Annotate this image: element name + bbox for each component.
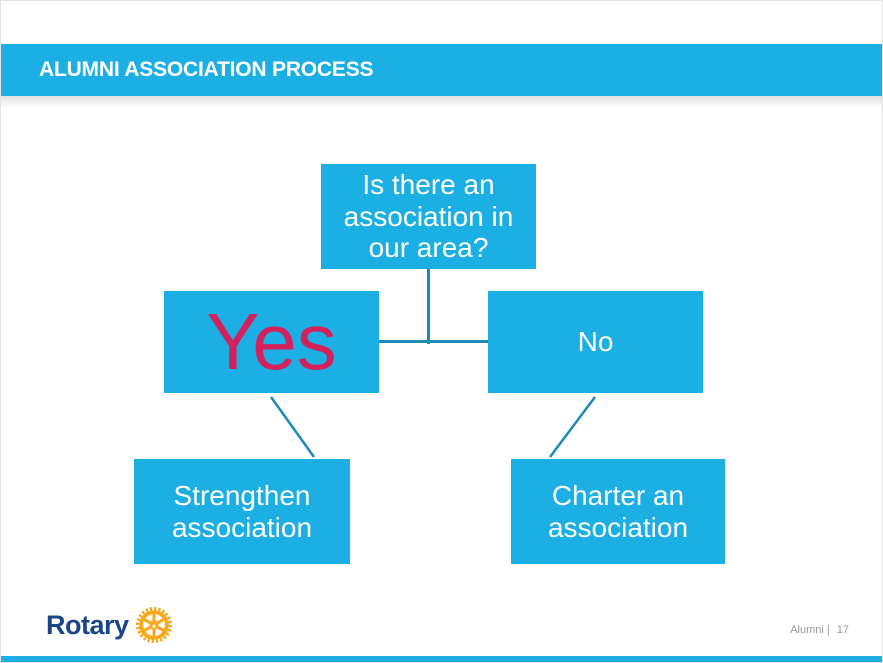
- header-shadow: [1, 96, 882, 108]
- slide-header: ALUMNI ASSOCIATION PROCESS: [1, 44, 882, 96]
- page-title: ALUMNI ASSOCIATION PROCESS: [39, 58, 374, 81]
- flow-box-no: No: [488, 291, 703, 393]
- flow-box-strengthen-label: Strengthen association: [171, 479, 313, 543]
- rotary-wheel-icon: [135, 606, 172, 644]
- flow-box-strengthen: Strengthen association: [134, 459, 350, 564]
- connector-no-charter: [549, 396, 596, 458]
- rotary-logo: Rotary: [46, 606, 173, 644]
- flow-box-yes: Yes: [164, 291, 379, 393]
- flow-box-question-label: Is there an association in our area?: [343, 169, 514, 264]
- footer-page-number: 17: [836, 624, 849, 636]
- rotary-logo-text: Rotary: [46, 609, 129, 640]
- flow-box-yes-label: Yes: [206, 297, 337, 386]
- flow-box-charter-label: Charter an association: [547, 479, 689, 543]
- flow-box-no-label: No: [577, 326, 614, 358]
- flow-box-question: Is there an association in our area?: [321, 164, 536, 269]
- footer-page-info: Alumni | 17: [790, 624, 849, 636]
- connector-yes-strengthen: [269, 396, 316, 458]
- flow-box-charter: Charter an association: [511, 459, 725, 564]
- bottom-accent-strip: [1, 656, 882, 662]
- footer-section-label: Alumni |: [790, 624, 830, 636]
